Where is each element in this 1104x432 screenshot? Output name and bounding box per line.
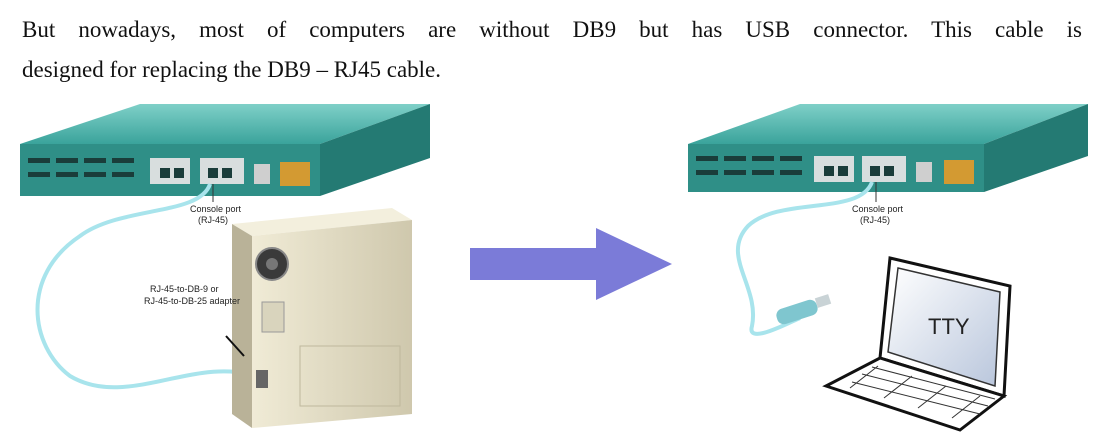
screen-text: TTY: [928, 314, 970, 339]
left-adapter-callout: RJ-45-to-DB-9 or RJ-45-to-DB-25 adapter: [144, 284, 245, 357]
left-console-cable: [35, 183, 237, 390]
right-router: [688, 104, 1088, 192]
left-router: [20, 104, 430, 196]
usb-console-cable: [735, 181, 874, 336]
desktop-computer: [232, 208, 412, 428]
cable-comparison-figure: Console port (RJ-45) RJ-45-to-DB-9 or RJ…: [20, 104, 1088, 432]
intro-paragraph: But nowadays, most of computers are with…: [22, 10, 1082, 90]
right-arrow-icon: [470, 228, 672, 300]
usb-plug-icon: [776, 294, 832, 325]
right-console-callout: Console port (RJ-45): [852, 182, 904, 225]
adapter-label-line-1: RJ-45-to-DB-9 or: [150, 284, 219, 294]
laptop: TTY: [822, 256, 1012, 432]
adapter-label-line-2: RJ-45-to-DB-25 adapter: [144, 296, 240, 306]
left-console-port-label: Console port: [190, 204, 242, 214]
paragraph-line-1: But nowadays, most of computers are with…: [22, 17, 1082, 42]
left-console-port-type: (RJ-45): [198, 215, 228, 225]
right-console-port-type: (RJ-45): [860, 215, 890, 225]
left-console-callout: Console port (RJ-45): [190, 184, 242, 225]
paragraph-line-2: designed for replacing the DB9 – RJ45 ca…: [22, 57, 441, 82]
right-console-port-label: Console port: [852, 204, 904, 214]
